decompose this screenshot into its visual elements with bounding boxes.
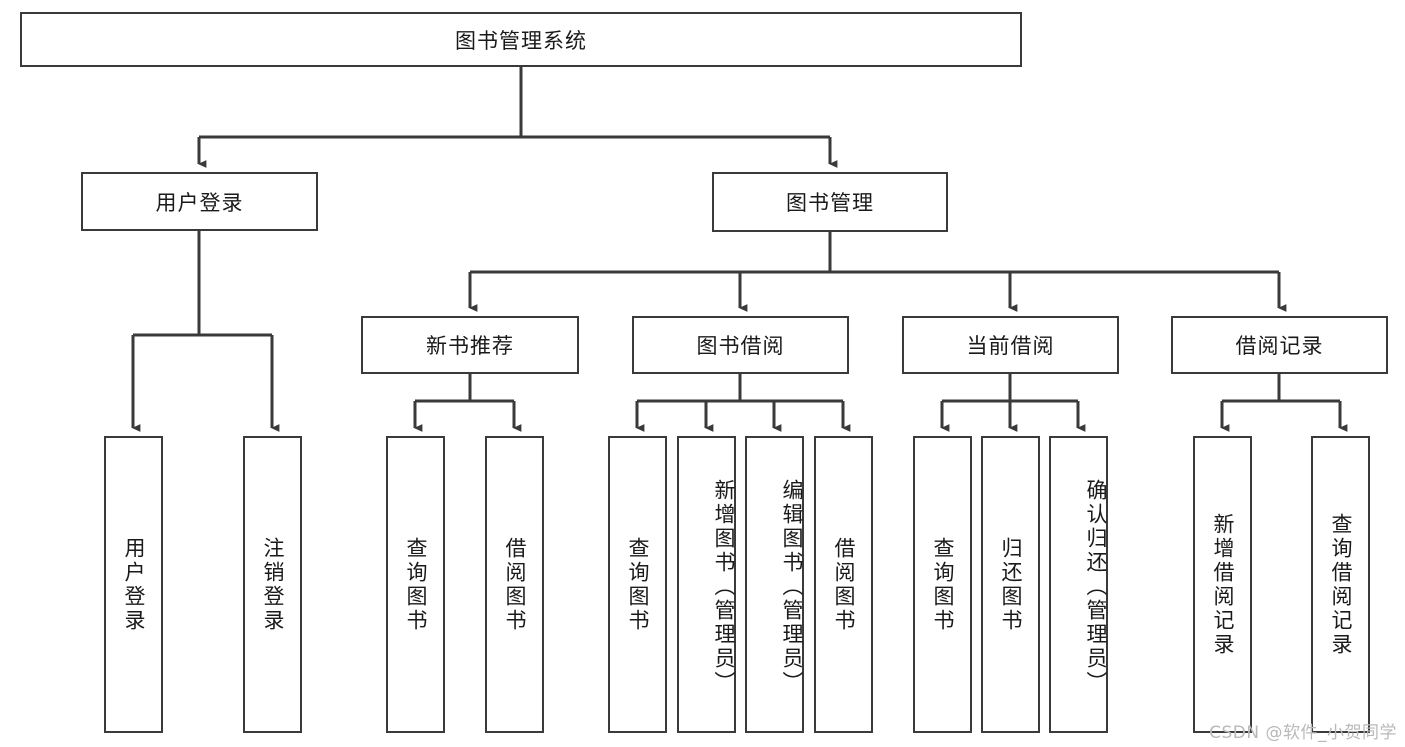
node-book-borrow-label: 图书借阅 bbox=[696, 334, 785, 358]
node-leaf-return-book-label: 归还图书 bbox=[999, 536, 1023, 633]
node-book-manage-label: 图书管理 bbox=[786, 191, 874, 215]
node-leaf-edit-book[interactable]: 编辑图书（管理员） bbox=[745, 436, 804, 733]
node-current-borrow-label: 当前借阅 bbox=[966, 334, 1055, 358]
node-leaf-query-book-rec-label: 查询图书 bbox=[404, 536, 428, 633]
node-leaf-user-login[interactable]: 用户登录 bbox=[104, 436, 163, 733]
node-leaf-borrow-book-rec-label: 借阅图书 bbox=[503, 536, 527, 633]
node-leaf-confirm-return-label: 确认归还（管理员） bbox=[1084, 478, 1108, 695]
node-leaf-borrow-book-label: 借阅图书 bbox=[832, 536, 856, 633]
node-leaf-borrow-book[interactable]: 借阅图书 bbox=[814, 436, 873, 733]
node-borrow-record[interactable]: 借阅记录 bbox=[1171, 316, 1388, 374]
node-root-label: 图书管理系统 bbox=[455, 28, 587, 53]
node-leaf-logout[interactable]: 注销登录 bbox=[243, 436, 302, 733]
node-current-borrow[interactable]: 当前借阅 bbox=[902, 316, 1119, 374]
node-leaf-query-borrow-record-label: 查询借阅记录 bbox=[1329, 512, 1353, 657]
node-leaf-return-book[interactable]: 归还图书 bbox=[981, 436, 1040, 733]
node-new-book-rec-label: 新书推荐 bbox=[426, 334, 514, 358]
node-book-manage[interactable]: 图书管理 bbox=[712, 172, 948, 232]
node-leaf-add-borrow-record[interactable]: 新增借阅记录 bbox=[1193, 436, 1252, 733]
node-book-borrow[interactable]: 图书借阅 bbox=[632, 316, 849, 374]
node-root[interactable]: 图书管理系统 bbox=[20, 12, 1022, 67]
node-leaf-query-book-rec[interactable]: 查询图书 bbox=[386, 436, 445, 733]
node-user-login-label: 用户登录 bbox=[155, 190, 244, 215]
node-leaf-query-book-current-label: 查询图书 bbox=[931, 536, 955, 633]
node-leaf-user-login-label: 用户登录 bbox=[122, 536, 146, 633]
watermark: CSDN @软件_小贺同学 bbox=[1209, 723, 1397, 743]
node-leaf-query-book-current[interactable]: 查询图书 bbox=[913, 436, 972, 733]
node-leaf-edit-book-label: 编辑图书（管理员） bbox=[780, 478, 804, 695]
node-new-book-rec[interactable]: 新书推荐 bbox=[361, 316, 579, 374]
node-borrow-record-label: 借阅记录 bbox=[1235, 334, 1324, 358]
node-user-login[interactable]: 用户登录 bbox=[81, 172, 318, 231]
node-leaf-query-borrow-record[interactable]: 查询借阅记录 bbox=[1311, 436, 1370, 733]
node-leaf-query-book-borrow[interactable]: 查询图书 bbox=[608, 436, 667, 733]
node-leaf-add-book-label: 新增图书（管理员） bbox=[712, 478, 736, 695]
node-leaf-add-borrow-record-label: 新增借阅记录 bbox=[1211, 512, 1235, 657]
node-leaf-confirm-return[interactable]: 确认归还（管理员） bbox=[1049, 436, 1108, 733]
node-leaf-add-book[interactable]: 新增图书（管理员） bbox=[677, 436, 736, 733]
node-leaf-query-book-borrow-label: 查询图书 bbox=[626, 536, 650, 633]
node-leaf-logout-label: 注销登录 bbox=[261, 536, 285, 633]
node-leaf-borrow-book-rec[interactable]: 借阅图书 bbox=[485, 436, 544, 733]
